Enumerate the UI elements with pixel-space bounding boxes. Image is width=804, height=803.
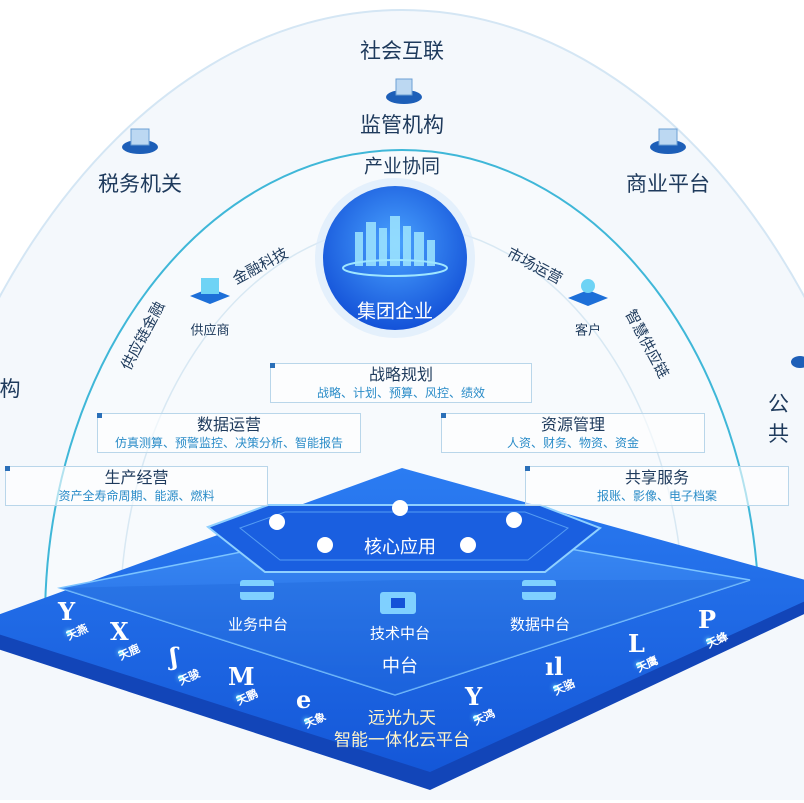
box-title: 共享服务 xyxy=(624,468,689,487)
brand-label: 远光九天 xyxy=(368,708,436,729)
public-icon xyxy=(791,356,804,368)
box-sub: 资产全寿命周期、能源、燃料 xyxy=(58,489,215,503)
supplier-label: 供应商 xyxy=(190,323,230,339)
resource-mgmt-box: 资源管理人资、财务、物资、资金 xyxy=(441,413,705,453)
tech-middle-label: 技术中台 xyxy=(369,624,431,643)
module-glyph-icon: ʃ xyxy=(170,642,178,671)
supplier-icon xyxy=(190,278,230,304)
shop-icon xyxy=(650,128,686,154)
strategy-box: 战略规划战略、计划、预算、风控、绩效 xyxy=(270,363,532,403)
module-glyph-icon: Y xyxy=(465,682,483,711)
server-icons xyxy=(240,580,556,614)
module-glyph-icon: ıl xyxy=(545,652,564,681)
customer-label: 客户 xyxy=(574,323,602,339)
commerce-label: 商业平台 xyxy=(626,172,710,196)
left-institution-label: 构 xyxy=(0,377,21,401)
box-sub: 战略、计划、预算、风控、绩效 xyxy=(316,386,485,400)
regulator-label: 监管机构 xyxy=(360,113,444,137)
box-title: 资源管理 xyxy=(540,415,605,434)
production-box: 生产经营资产全寿命周期、能源、燃料 xyxy=(5,466,268,506)
customer-icon xyxy=(568,279,608,306)
box-title: 数据运营 xyxy=(196,415,261,434)
box-title: 生产经营 xyxy=(104,468,169,487)
box-title: 战略规划 xyxy=(368,365,433,384)
module-glyph-icon: Y xyxy=(58,597,76,626)
public-label: 公共 xyxy=(768,392,789,446)
module-glyph-icon: M xyxy=(228,662,255,691)
building-icon xyxy=(386,78,422,104)
middle-platform-label: 中台 xyxy=(382,656,418,677)
core-app-label: 核心应用 xyxy=(364,537,436,558)
shared-service-box: 共享服务报账、影像、电子档案 xyxy=(525,466,789,506)
business-middle-label: 业务中台 xyxy=(227,615,289,634)
tax-label: 税务机关 xyxy=(98,172,182,196)
industry-collab-label: 产业协同 xyxy=(363,155,441,178)
module-glyph-icon: P xyxy=(698,605,717,634)
platform-name-label: 智能一体化云平台 xyxy=(334,730,470,751)
core-app-hexagon xyxy=(205,504,602,573)
data-ops-box: 数据运营仿真测算、预警监控、决策分析、智能报告 xyxy=(97,413,361,453)
box-sub: 人资、财务、物资、资金 xyxy=(506,436,639,450)
group-enterprise-label: 集团企业 xyxy=(356,300,434,323)
tax-office-icon xyxy=(122,128,158,154)
social-interconnect-label: 社会互联 xyxy=(360,39,444,63)
box-sub: 仿真测算、预警监控、决策分析、智能报告 xyxy=(114,436,343,450)
module-glyph-icon: e xyxy=(296,685,312,714)
data-middle-label: 数据中台 xyxy=(509,615,571,634)
box-sub: 报账、影像、电子档案 xyxy=(596,489,717,503)
module-glyph-icon: L xyxy=(628,629,645,658)
module-glyph-icon: X xyxy=(110,617,129,646)
